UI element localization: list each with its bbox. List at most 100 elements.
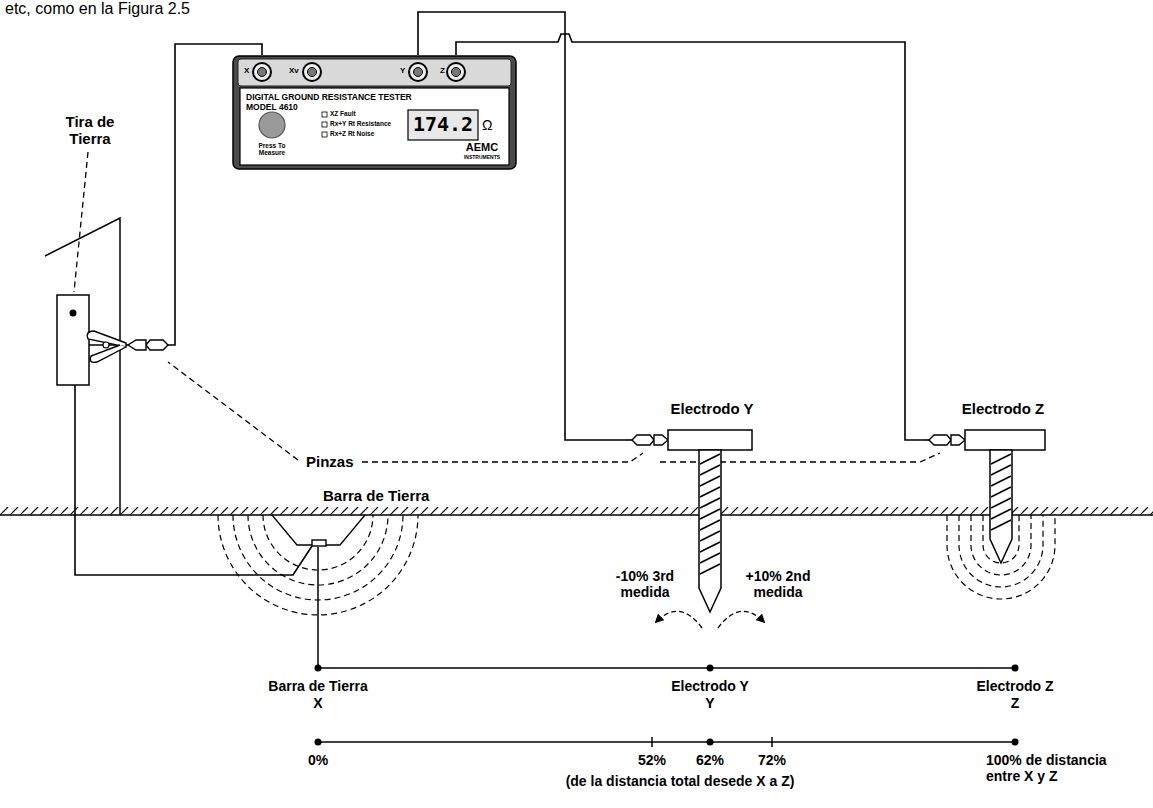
terminal-core <box>414 68 423 77</box>
step-label: -10% 3rd medida <box>605 568 685 600</box>
terminal-core <box>452 68 461 77</box>
ground-rod <box>312 540 326 546</box>
rod-hatch <box>991 487 1011 497</box>
axis-dot <box>1012 739 1019 746</box>
electrode-handle <box>668 430 752 450</box>
part-label: Pinzas <box>305 453 355 470</box>
rod-hatch <box>991 454 1011 464</box>
percent-label: 52% <box>637 752 667 768</box>
rod-hatch <box>700 509 720 519</box>
rod-hatch <box>700 498 720 508</box>
axis-label: Electrodo Y <box>670 678 750 694</box>
rod-hatch <box>700 476 720 486</box>
rod-hatch <box>700 465 720 475</box>
cable-plug <box>146 340 168 350</box>
axis-label: Electrodo Z <box>975 678 1054 694</box>
rod-trench <box>272 515 365 545</box>
part-label: Tira de Tierra <box>53 113 127 148</box>
cable-plug <box>632 435 654 445</box>
percent-label: 0% <box>307 752 329 768</box>
button-text: Press To Measure <box>253 142 291 157</box>
ground-strip <box>57 295 89 385</box>
rod-hatch <box>991 498 1011 508</box>
terminal <box>447 63 465 81</box>
status-box <box>322 122 327 127</box>
ground-line <box>0 514 1153 516</box>
terminal-name: X <box>244 66 249 75</box>
axis-label: Barra de Tierra <box>267 678 368 694</box>
terminal-core <box>258 68 267 77</box>
rod-hatch <box>991 509 1011 519</box>
percent-label: 72% <box>757 752 787 768</box>
axis-dot <box>707 665 714 672</box>
rod-hatch <box>700 553 720 563</box>
tester-panel <box>240 88 509 165</box>
percent-label: 100% de distancia entre X y Z <box>985 752 1127 784</box>
test-lead <box>456 34 923 440</box>
percent-label: 62% <box>695 752 725 768</box>
electrode-handle <box>965 430 1045 450</box>
pole-line <box>45 218 120 515</box>
axis-tick <box>651 737 653 747</box>
clamp-pivot <box>103 342 109 348</box>
axis-line <box>318 667 1015 669</box>
rod-hatch <box>700 454 720 464</box>
axis-dot <box>315 665 322 672</box>
terminal-strip <box>238 59 511 86</box>
move-arrow <box>656 611 702 628</box>
brand-subtext: INSTRUMENTS <box>464 155 500 161</box>
terminal <box>303 63 321 81</box>
node-heading: Electrodo Z <box>962 400 1045 417</box>
cable-plug <box>929 435 951 445</box>
terminal <box>409 63 427 81</box>
status-text: Rx+Z Rt Noise <box>330 130 374 137</box>
leader-line <box>168 362 298 460</box>
axis-dot <box>315 739 322 746</box>
axis-letter: Z <box>1010 695 1021 711</box>
rod-hatch <box>991 476 1011 486</box>
step-label: +10% 2nd medida <box>738 568 818 600</box>
move-arrow <box>718 611 764 628</box>
axis-line <box>318 741 1015 743</box>
page-text: etc, como en la Figura 2.5 <box>4 0 191 18</box>
clamp-jaw <box>87 331 126 347</box>
electrode-z: Electrodo Z <box>923 398 1058 568</box>
cable-plug <box>654 435 668 445</box>
axis-note: (de la distancia total desede X a Z) <box>565 773 796 789</box>
electrode-rod <box>699 450 721 612</box>
rod-hatch <box>700 531 720 541</box>
axis-letter: Y <box>704 695 715 711</box>
buried-wire <box>205 546 312 575</box>
leader-line <box>74 152 88 292</box>
electrode-z-drawing <box>923 398 1058 568</box>
lcd-reading: 174.2 <box>413 113 473 136</box>
axis-dot <box>1012 665 1019 672</box>
axis-dot <box>707 739 714 746</box>
ground-rod-node: Barra de Tierra <box>205 485 450 605</box>
test-lead <box>418 12 626 440</box>
axis-letter: X <box>312 695 323 711</box>
unit-symbol: Ω <box>482 117 492 133</box>
node-heading: Electrodo Y <box>670 400 753 417</box>
electrode-rod <box>990 450 1012 563</box>
strip-bolt <box>70 310 77 317</box>
cable-plug <box>128 340 146 350</box>
terminal-name: Xv <box>289 66 299 75</box>
rod-hatch <box>991 520 1011 530</box>
tester-frame <box>233 56 516 169</box>
terminal-name: Z <box>440 66 445 75</box>
leader-line <box>362 453 643 462</box>
status-text: XZ Fault <box>330 110 356 117</box>
node-subheading: MODEL 4610 <box>246 103 298 113</box>
node-heading: DIGITAL GROUND RESISTANCE TESTER <box>246 93 412 103</box>
rod-hatch <box>700 542 720 552</box>
rod-hatch <box>991 465 1011 475</box>
status-text: Rx+Y Rt Resistance <box>330 120 391 127</box>
terminal-core <box>308 68 317 77</box>
drop-line <box>317 547 319 668</box>
terminal <box>253 63 271 81</box>
node-heading: Barra de Tierra <box>323 487 429 504</box>
brand-logo: AEMC <box>466 141 498 154</box>
